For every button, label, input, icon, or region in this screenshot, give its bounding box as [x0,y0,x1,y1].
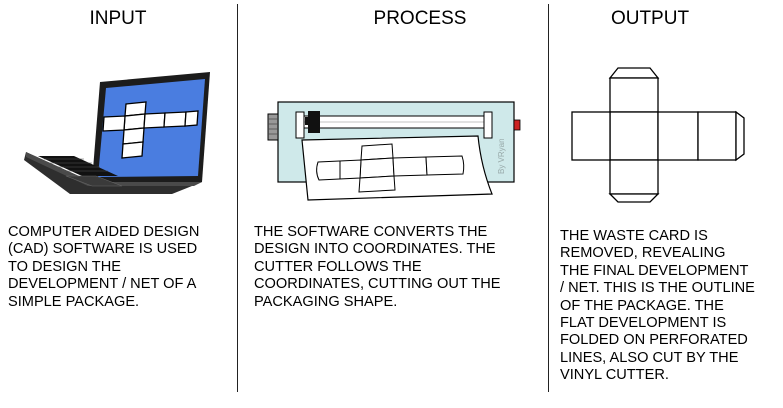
process-description: THE SOFTWARE CONVERTS THE DESIGN INTO CO… [254,224,501,310]
cutter-credit: By VRyan [497,138,506,174]
output-description: THE WASTE CARD IS REMOVED, REVEALING THE… [560,228,755,384]
process-heading: PROCESS [373,8,467,29]
divider-right [548,4,549,392]
output-heading: OUTPUT [610,8,690,29]
cutter-left-cap [267,113,279,141]
net-outline-icon [571,67,745,203]
cutter-handle [513,119,521,131]
vinyl-cutter-icon: By VRyan [267,101,521,201]
laptop-icon [24,72,210,194]
input-heading: INPUT [89,8,147,29]
divider-left [237,4,238,392]
cutter-carriage [308,111,320,133]
input-description: COMPUTER AIDED DESIGN (CAD) SOFTWARE IS … [8,224,200,310]
